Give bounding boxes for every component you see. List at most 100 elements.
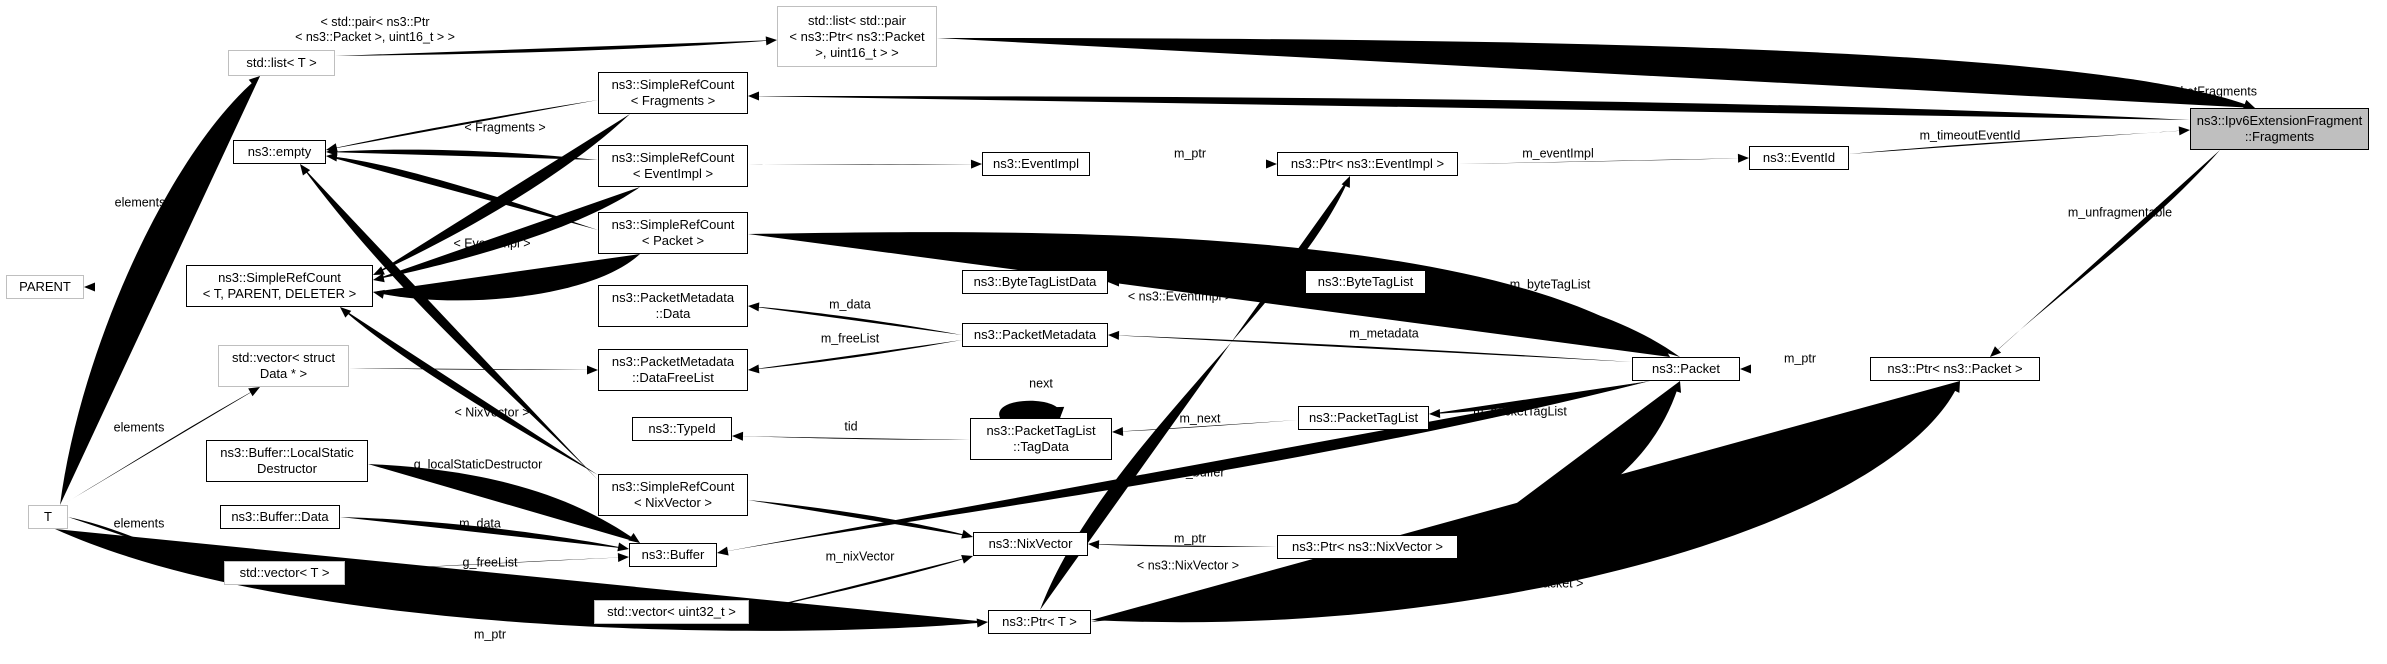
arrowhead-vec_T-to-vec_u32 (582, 605, 594, 615)
edge-label-buf_lsd-to-buffer: g_localStaticDestructor (413, 457, 543, 472)
edge-ptr_packet-to-fragments (1990, 150, 2220, 357)
arrowhead-ptr_event-to-eventid (1737, 153, 1749, 163)
arrowhead-ptr_T-to-ptr_nix (1318, 559, 1330, 568)
class-node-src-frag[interactable]: ns3::SimpleRefCount < Fragments > (598, 72, 748, 114)
class-node-ptr-event[interactable]: ns3::Ptr< ns3::EventImpl > (1277, 152, 1458, 176)
class-node-fragments[interactable]: ns3::Ipv6ExtensionFragment ::Fragments (2190, 108, 2369, 150)
arrowhead-pm_dfl-to-pm (748, 364, 760, 374)
edge-label-T-to-vec_T: elements (113, 516, 165, 531)
arrowhead-list_T-to-list_pair (765, 36, 777, 46)
edge-ptl_tagdata-to-ptl (1112, 420, 1298, 432)
edge-label-eventid-to-fragments: m_timeoutEventId (1919, 128, 2021, 143)
arrowhead-pm-to-packet (1108, 330, 1120, 340)
arrowhead-src_tpd-to-src_packet (373, 289, 385, 299)
edge-label-T-to-ptr_T: m_ptr (474, 627, 506, 642)
arrowhead-ptl_tagdata-to-ptl (1112, 427, 1124, 437)
edge-label-ptl_tagdata-to-ptl_tagdata: next (1029, 376, 1053, 391)
arrowhead-vec_data-to-pm_dfl (586, 365, 598, 375)
arrowhead-ptr_T-to-ptr_event (1341, 176, 1350, 188)
arrowhead-src_event-to-eventimpl (970, 159, 982, 169)
class-node-vec-T[interactable]: std::vector< T > (224, 561, 345, 585)
arrowhead-T-to-ptr_T (976, 618, 988, 628)
edge-pm_data-to-pm (748, 306, 962, 335)
edge-T-to-vec_data (62, 387, 260, 505)
edge-label-src_tpd-to-src_frag: < Fragments > (464, 120, 546, 135)
edge-src_nix-to-nixvector (748, 500, 973, 537)
edge-label-list_T-to-list_pair: < std::pair< ns3::Ptr < ns3::Packet >, u… (295, 15, 455, 44)
class-node-eventid[interactable]: ns3::EventId (1749, 146, 1849, 170)
arrowhead-ptr_T-to-ptr_packet (1951, 381, 1960, 393)
class-node-ptr-packet[interactable]: ns3::Ptr< ns3::Packet > (1870, 357, 2040, 381)
class-node-list-pair[interactable]: std::list< std::pair < ns3::Ptr< ns3::Pa… (777, 6, 937, 67)
edge-pm-to-packet (1108, 335, 1632, 362)
edge-vec_T-to-vec_u32 (345, 575, 594, 612)
arrowhead-buf_lsd-to-buffer (628, 533, 640, 543)
edge-label-ptl-to-packet: m_packetTagList (1473, 404, 1567, 419)
arrowhead-vec_T-to-buffer (617, 552, 629, 562)
arrowhead-typeid-to-ptl_tagdata (732, 431, 744, 441)
class-node-ptr-T[interactable]: ns3::Ptr< T > (988, 610, 1091, 634)
class-node-pm[interactable]: ns3::PacketMetadata (962, 323, 1108, 347)
edge-label-btld-to-btl: m_data (1172, 265, 1214, 280)
edge-label-ptr_packet-to-fragments: m_unfragmentable (2067, 205, 2173, 220)
class-node-nixvector[interactable]: ns3::NixVector (973, 532, 1088, 556)
class-node-ptl-tagdata[interactable]: ns3::PacketTagList ::TagData (970, 418, 1112, 460)
edge-label-nixvector-to-ptr_nix: m_ptr (1174, 531, 1206, 546)
edge-label-pm-to-packet: m_metadata (1349, 326, 1419, 341)
class-node-ptr-nix[interactable]: ns3::Ptr< ns3::NixVector > (1277, 535, 1458, 559)
class-node-buf-lsd[interactable]: ns3::Buffer::LocalStatic Destructor (206, 440, 368, 482)
arrowhead-empty-to-src_packet (326, 152, 338, 162)
edge-vec_u32-to-nixvector (749, 556, 973, 612)
arrowhead-nixvector-to-ptr_nix (1088, 540, 1100, 550)
class-node-pm-data[interactable]: ns3::PacketMetadata ::Data (598, 285, 748, 327)
arrowhead-src_frag-to-fragments (748, 91, 760, 101)
class-node-T[interactable]: T (28, 505, 68, 529)
class-node-src-nix[interactable]: ns3::SimpleRefCount < NixVector > (598, 474, 748, 516)
edge-empty-to-src_event (326, 149, 598, 160)
edge-list_pair-to-fragments (937, 38, 2255, 108)
class-node-parent[interactable]: PARENT (6, 275, 84, 299)
class-node-src-event[interactable]: ns3::SimpleRefCount < EventImpl > (598, 145, 748, 187)
edge-ptr_event-to-eventid (1458, 158, 1749, 164)
edge-empty-to-src_packet (326, 156, 598, 230)
arrowhead-list_pair-to-fragments (2243, 99, 2255, 109)
edge-label-ptr_event-to-eventid: m_eventImpl (1522, 146, 1594, 161)
class-node-vec-data[interactable]: std::vector< struct Data * > (218, 345, 349, 387)
edge-ptl_tagdata-to-ptl_tagdata (999, 400, 1061, 418)
class-node-pm-dfl[interactable]: ns3::PacketMetadata ::DataFreeList (598, 349, 748, 391)
class-node-typeid[interactable]: ns3::TypeId (632, 417, 732, 441)
edge-label-T-to-vec_data: elements (113, 420, 165, 435)
edge-nixvector-to-ptr_nix (1088, 544, 1277, 547)
class-node-eventimpl[interactable]: ns3::EventImpl (982, 152, 1090, 176)
edge-T-to-list_T (60, 76, 260, 505)
edge-vec_T-to-buffer (345, 557, 629, 571)
edge-list_T-to-list_pair (335, 40, 777, 56)
class-node-src-packet[interactable]: ns3::SimpleRefCount < Packet > (598, 212, 748, 254)
arrowhead-pm_data-to-pm (748, 302, 760, 312)
arrowhead-ptl_tagdata-to-ptl_tagdata (1055, 406, 1065, 418)
class-node-btl[interactable]: ns3::ByteTagList (1305, 270, 1426, 294)
edge-empty-to-src_frag (326, 100, 598, 150)
class-node-packet[interactable]: ns3::Packet (1632, 357, 1740, 381)
class-node-src-tpd[interactable]: ns3::SimpleRefCount < T, PARENT, DELETER… (186, 265, 373, 307)
edge-eventid-to-fragments (1849, 130, 2190, 154)
class-node-ptl[interactable]: ns3::PacketTagList (1298, 406, 1429, 430)
edge-label-btl-to-packet: m_byteTagList (1509, 277, 1591, 292)
edge-label-src_tpd-to-src_nix: < NixVector > (454, 405, 530, 420)
edge-label-vec_u32-to-nixvector: m_nixVector (825, 549, 895, 564)
arrowhead-empty-to-src_nix (300, 164, 311, 176)
class-node-buffer[interactable]: ns3::Buffer (629, 543, 717, 567)
edge-label-typeid-to-ptl_tagdata: tid (844, 419, 858, 434)
class-node-empty[interactable]: ns3::empty (233, 140, 326, 164)
arrowhead-eventid-to-fragments (2178, 126, 2190, 136)
edge-T-to-ptr_T (55, 529, 988, 631)
class-node-vec-u32[interactable]: std::vector< uint32_t > (594, 600, 749, 624)
arrowhead-T-to-vec_data (248, 387, 260, 397)
edge-src_tpd-to-src_nix (340, 307, 598, 475)
class-node-buf-data[interactable]: ns3::Buffer::Data (220, 505, 340, 529)
arrowhead-btl-to-packet (1426, 278, 1438, 288)
class-node-btld[interactable]: ns3::ByteTagListData (962, 270, 1108, 294)
class-node-list-T[interactable]: std::list< T > (228, 50, 335, 76)
